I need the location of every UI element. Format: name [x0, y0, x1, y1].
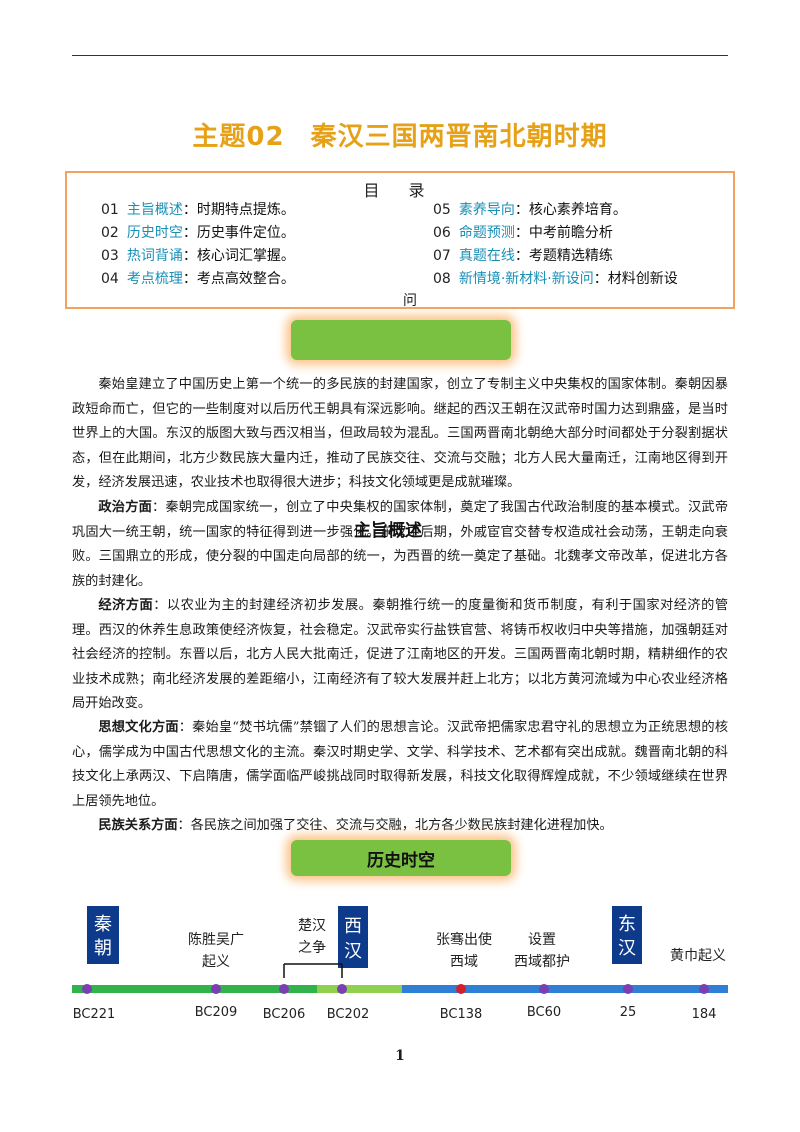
dot-bc202 — [337, 984, 347, 994]
culture-label: 思想文化方面 — [98, 720, 179, 735]
year-bc60: BC60 — [527, 1005, 561, 1020]
culture-paragraph: 思想文化方面：秦始皇“焚书坑儒”禁锢了人们的思想言论。汉武帝把儒家忠君守礼的思想… — [72, 720, 729, 809]
timeline-segment-qin — [72, 985, 317, 993]
event-chen-wu-l1: 陈胜吴广 — [188, 931, 244, 948]
svg-text:东: 东 — [618, 914, 636, 935]
svg-text:西: 西 — [344, 916, 362, 937]
event-yellow-turban: 黄巾起义 — [670, 947, 726, 964]
event-zhangqian-l1: 张骞出使 — [436, 931, 492, 948]
year-bc202: BC202 — [327, 1007, 370, 1022]
dynasty-eastern-han: 东 汉 — [612, 906, 642, 964]
dot-184 — [699, 984, 709, 994]
timeline-segment-chuhan — [317, 985, 402, 993]
page-title: 主题02 秦汉三国两晋南北朝时期 — [0, 116, 800, 153]
timeline-chart: 秦 朝 西 汉 东 汉 陈胜吴广 起义 楚汉 之争 张骞出使 西域 设置 西域都… — [72, 906, 728, 1022]
toc-item-08-wrap: 问 — [403, 293, 417, 309]
section-title-timeline: 历史时空 — [367, 851, 435, 871]
year-25: 25 — [620, 1005, 637, 1020]
ethnic-paragraph: 民族关系方面：各民族之间加强了交往、交流与交融，北方各少数民族封建化进程加快。 — [98, 818, 613, 833]
svg-text:朝: 朝 — [94, 938, 112, 959]
event-chu-han-l1: 楚汉 — [298, 918, 326, 934]
dot-bc60 — [539, 984, 549, 994]
economy-paragraph: 经济方面：以农业为主的封建经济初步发展。秦朝推行统一的度量衡和货币制度，有利于国… — [72, 598, 728, 712]
year-bc221: BC221 — [73, 1007, 116, 1022]
overview-paragraph: 秦始皇建立了中国历史上第一个统一的多民族的封建国家，创立了专制主义中央集权的国家… — [72, 377, 728, 491]
title-number: 主题02 — [192, 122, 285, 152]
timeline-segment-han — [402, 985, 728, 993]
politics-label: 政治方面 — [98, 500, 152, 515]
event-chen-wu-l2: 起义 — [202, 954, 230, 970]
dot-bc138 — [456, 984, 466, 994]
dot-bc221 — [82, 984, 92, 994]
economy-label: 经济方面 — [98, 598, 154, 613]
year-184: 184 — [692, 1007, 717, 1022]
year-bc209: BC209 — [195, 1005, 238, 1020]
header-rule — [72, 55, 728, 56]
dot-bc209 — [211, 984, 221, 994]
politics-paragraph: 政治方面：秦朝完成国家统一，创立了中央集权的国家体制，奠定了我国古代政治制度的基… — [72, 500, 729, 589]
event-zhangqian-l2: 西域 — [450, 954, 478, 970]
dynasty-qin: 秦 朝 — [87, 906, 119, 964]
dot-25 — [623, 984, 633, 994]
chuhan-bracket — [283, 963, 343, 978]
svg-text:秦: 秦 — [94, 914, 112, 935]
event-protectorate-l1: 设置 — [528, 932, 556, 948]
year-bc206: BC206 — [263, 1007, 306, 1022]
dynasty-western-han: 西 汉 — [338, 906, 368, 968]
ethnic-label: 民族关系方面 — [98, 818, 178, 833]
year-bc138: BC138 — [440, 1007, 483, 1022]
svg-text:汉: 汉 — [618, 938, 636, 959]
section-banner-timeline — [291, 840, 511, 876]
timeline-dots — [82, 984, 709, 994]
event-chu-han-l2: 之争 — [298, 940, 326, 956]
dot-bc206 — [279, 984, 289, 994]
page-number: 1 — [395, 1048, 405, 1064]
svg-text:汉: 汉 — [344, 941, 362, 962]
title-text: 秦汉三国两晋南北朝时期 — [310, 122, 608, 152]
section-title-overview: 主旨概述 — [354, 521, 422, 541]
toc-heading: 目 录 — [363, 181, 437, 200]
section-banner-overview — [291, 320, 511, 360]
event-protectorate-l2: 西域都护 — [514, 954, 570, 970]
